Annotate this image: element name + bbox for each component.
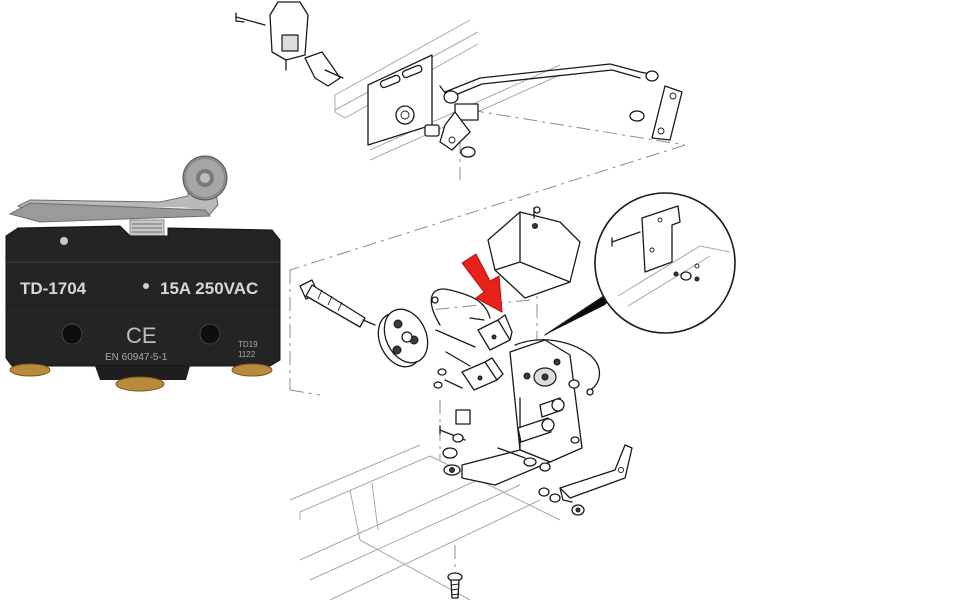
- mounting-hole-left: [61, 323, 83, 345]
- roller-lever: [8, 155, 228, 223]
- top-shaft-knob: [235, 1, 344, 87]
- drawing-microswitch-upper: [469, 314, 513, 351]
- linkage-rod: [424, 63, 683, 158]
- small-fasteners-left: [433, 368, 471, 476]
- top-mounting-plate: [367, 54, 433, 146]
- drawing-microswitch-lower: [435, 329, 504, 391]
- exploded-assembly-drawing: [235, 1, 736, 600]
- brass-terminals: [9, 363, 273, 392]
- red-pointer-arrow: [461, 253, 503, 313]
- round-flange-disc: [377, 308, 429, 368]
- actuator-arm: [559, 444, 633, 516]
- mounting-hole-right: [199, 323, 221, 345]
- status-dot: [60, 237, 68, 245]
- switch-body: TD-1704 15A 250VAC CE EN 60947-5-1 TD19 …: [5, 225, 281, 380]
- main-mounting-bracket: [461, 339, 583, 503]
- code-line-2: 1122: [238, 350, 256, 359]
- rating-label: 15A 250VAC: [160, 279, 258, 298]
- housing-cover: [487, 206, 581, 299]
- chassis-frame-bottom: [289, 444, 561, 600]
- code-line-1: TD19: [238, 340, 258, 349]
- standard-label: EN 60947-5-1: [105, 352, 168, 363]
- ce-mark: CE: [126, 323, 157, 348]
- plunger-spring: [129, 219, 165, 239]
- wire-harness: [430, 288, 601, 396]
- model-label: TD-1704: [20, 279, 87, 298]
- detail-magnifier-callout: [544, 192, 736, 336]
- magnifier-circle: [594, 192, 736, 334]
- microswitch-photo: TD-1704 15A 250VAC CE EN 60947-5-1 TD19 …: [0, 155, 283, 395]
- threaded-rod: [299, 279, 376, 328]
- bottom-screw: [447, 572, 463, 599]
